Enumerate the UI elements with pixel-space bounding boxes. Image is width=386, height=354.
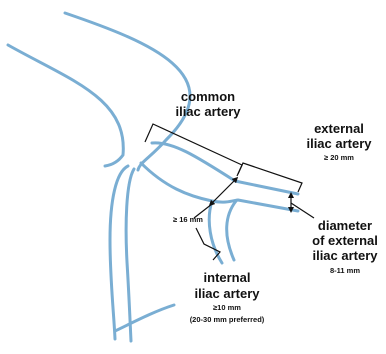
internal-iliac-outer-wall bbox=[209, 201, 222, 263]
diameter-line2: of external bbox=[312, 233, 378, 248]
diameter-size: 8-11 mm bbox=[330, 266, 360, 275]
internal-iliac-line2: iliac artery bbox=[194, 286, 260, 301]
neck-size-label: ≥ 16 mm bbox=[173, 215, 203, 224]
external-iliac-size: ≥ 20 mm bbox=[324, 153, 354, 162]
internal-iliac-line1: internal bbox=[204, 270, 251, 285]
common-iliac-line2: iliac artery bbox=[175, 104, 241, 119]
internal-iliac-size: ≥10 mm bbox=[213, 303, 241, 312]
label-external-iliac: external iliac artery ≥ 20 mm bbox=[306, 121, 372, 162]
label-common-iliac: common iliac artery bbox=[175, 89, 241, 119]
label-internal-iliac: internal iliac artery ≥10 mm (20-30 mm p… bbox=[190, 270, 265, 324]
label-external-diameter: diameter of external iliac artery 8-11 m… bbox=[312, 218, 378, 275]
common-iliac-line1: common bbox=[181, 89, 235, 104]
diameter-line1: diameter bbox=[318, 218, 372, 233]
aorta-lower-outline bbox=[8, 45, 123, 166]
common-iliac-bracket bbox=[145, 124, 242, 176]
external-iliac-line1: external bbox=[314, 121, 364, 136]
internal-iliac-inner-wall bbox=[227, 201, 236, 260]
internal-iliac-note: (20-30 mm preferred) bbox=[190, 315, 265, 324]
diameter-line3: iliac artery bbox=[312, 248, 378, 263]
small-branch-outline bbox=[115, 305, 174, 331]
external-iliac-line2: iliac artery bbox=[306, 136, 372, 151]
right-branch-right-wall bbox=[126, 169, 134, 341]
